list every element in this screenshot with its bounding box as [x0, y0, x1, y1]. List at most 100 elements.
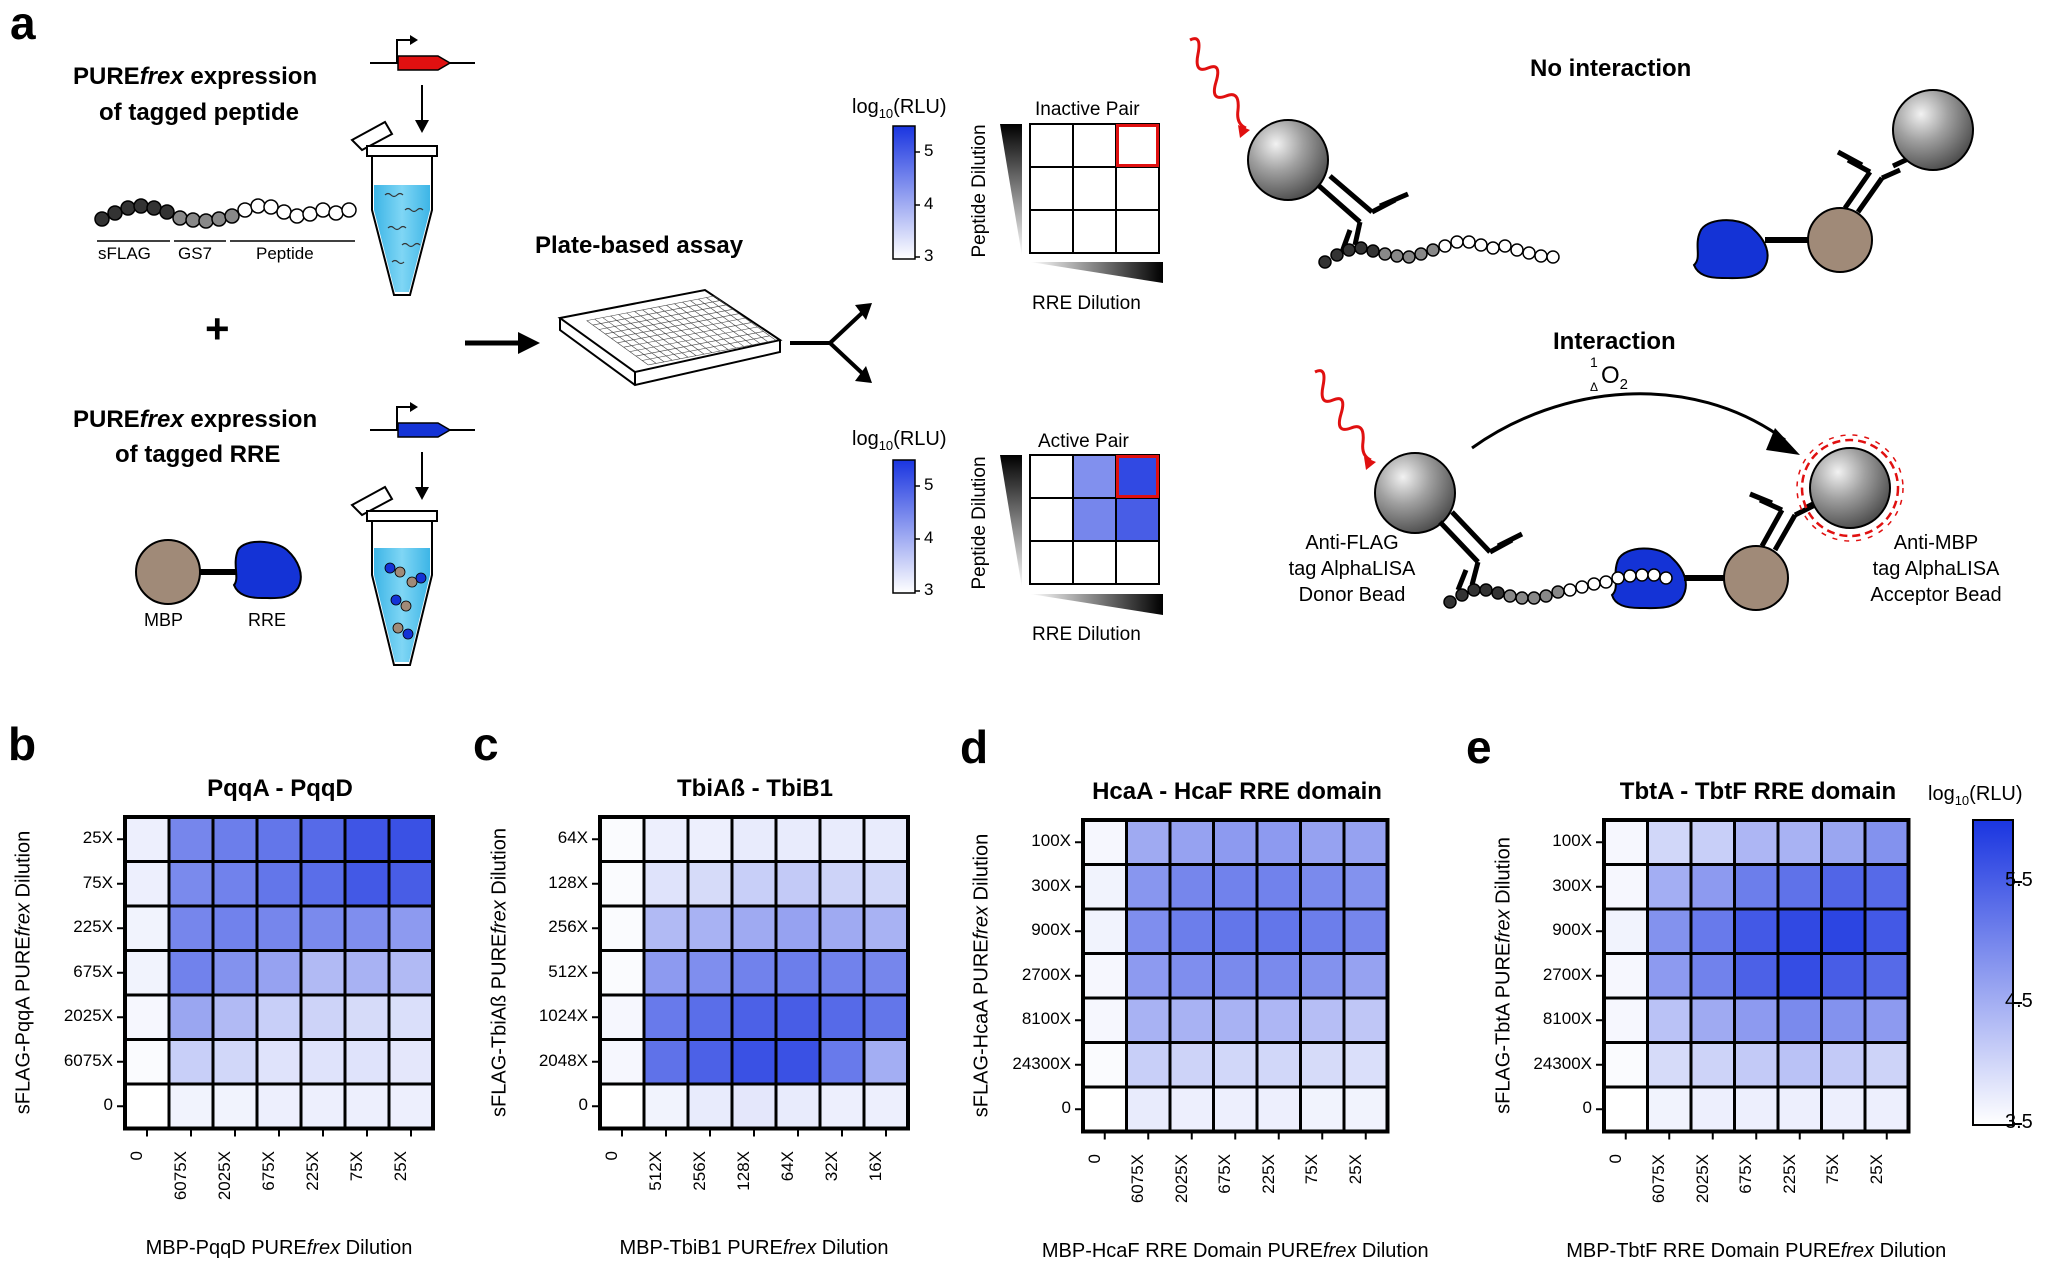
heatmap-cell	[1646, 907, 1693, 955]
peptide-tube-icon	[350, 120, 438, 296]
heatmap-cell	[1255, 863, 1302, 911]
heatmap-cell	[1255, 1085, 1302, 1133]
y-tick-label: 2048X	[538, 1050, 588, 1070]
heatmap-cell	[1863, 952, 1910, 1000]
heatmap-cell	[642, 904, 690, 952]
heatmap-cell	[1820, 1085, 1867, 1133]
heatmap-cell	[211, 1038, 259, 1086]
heatmap-cell	[818, 1082, 866, 1130]
small-grid-cell	[1029, 497, 1074, 542]
heatmap-cell	[686, 904, 734, 952]
heatmap-cell	[167, 1082, 215, 1130]
active-legend-bar	[892, 459, 916, 594]
heatmap-cell	[255, 993, 303, 1041]
heatmap-cell	[1168, 952, 1215, 1000]
heatmap-cell	[774, 904, 822, 952]
x-tick-label: 6075X	[171, 1150, 190, 1200]
heatmap-cell	[299, 993, 347, 1041]
heatmap-cell	[818, 949, 866, 997]
inactive-pair-grid	[1029, 123, 1160, 254]
y-tick-label: 1024X	[538, 1006, 588, 1026]
heatmap-cell	[1733, 818, 1780, 866]
x-tick-label: 16X	[866, 1150, 885, 1181]
heatmap-cell	[862, 949, 910, 997]
heatmap-cell	[167, 860, 215, 908]
peptide-dilution-wedge-1	[1000, 124, 1022, 256]
heatmap-cell	[774, 993, 822, 1041]
y-tick-label: 0	[1061, 1098, 1071, 1118]
heatmap-cell	[774, 860, 822, 908]
heatmap-cell	[211, 949, 259, 997]
heatmap-cell	[1081, 818, 1128, 866]
y-tick-label: 25X	[82, 828, 113, 848]
seg-gs7-label: GS7	[178, 244, 213, 263]
heatmap-cell	[123, 904, 171, 952]
heatmap-cell	[862, 904, 910, 952]
inactive-legend-tick-3: 3	[924, 246, 934, 265]
heatmap-cell	[1342, 996, 1389, 1044]
y-tick-label: 0	[578, 1095, 588, 1115]
heatmap-cell	[299, 1082, 347, 1130]
heatmap-y-label: sFLAG-TbiAß PUREfrex Dilution	[488, 827, 511, 1117]
heatmap-cell	[598, 993, 646, 1041]
heatmap-cell	[387, 904, 435, 952]
heatmap-cell	[686, 949, 734, 997]
small-grid-cell	[1115, 540, 1160, 585]
heatmap-x-label: MBP-HcaF RRE Domain PUREfrex Dilution	[1041, 1239, 1429, 1262]
y-tick-label: 675X	[73, 961, 113, 981]
heatmap-cell	[167, 904, 215, 952]
heatmap-cell	[211, 993, 259, 1041]
heatmap-cell	[774, 949, 822, 997]
x-tick-label: 75X	[347, 1150, 366, 1181]
heatmap-cell	[1820, 1041, 1867, 1089]
heatmap-cell	[1299, 1085, 1346, 1133]
heatmap-cell	[1646, 952, 1693, 1000]
heatmap-cell	[1689, 1041, 1736, 1089]
heatmap-cell	[862, 860, 910, 908]
small-grid-cell	[1115, 123, 1160, 168]
heatmap-cell	[1602, 863, 1649, 911]
heatmap-cell	[1299, 1041, 1346, 1089]
heatmap-cell	[598, 904, 646, 952]
heatmap-cell	[730, 1038, 778, 1086]
x-tick-label: 32X	[822, 1150, 841, 1181]
heatmap-cell	[1125, 1085, 1172, 1133]
heatmap-cell	[862, 1082, 910, 1130]
small-grid-cell	[1115, 497, 1160, 542]
heatmap-cell	[774, 1082, 822, 1130]
heatmap-cell	[1646, 1041, 1693, 1089]
inactive-rre-dilution-label: RRE Dilution	[1032, 293, 1141, 314]
heatmap-cell	[343, 993, 391, 1041]
heatmap-cell	[343, 815, 391, 863]
heatmap-cell	[1212, 907, 1259, 955]
heatmap-cell	[299, 949, 347, 997]
y-tick-label: 8100X	[1542, 1009, 1592, 1029]
heatmap-cell	[387, 1038, 435, 1086]
heatmap-cell	[343, 1038, 391, 1086]
panel-letter-c: c	[473, 718, 499, 770]
mbp-rre-fusion-icon	[135, 539, 302, 605]
heatmap-cell	[1212, 863, 1259, 911]
heatmap-cell	[1689, 907, 1736, 955]
active-pair-title: Active Pair	[1038, 431, 1129, 452]
colorbar-title: log10(RLU)	[1928, 783, 2023, 808]
heatmap-cell	[730, 1082, 778, 1130]
heatmap-cell	[255, 1038, 303, 1086]
active-legend-tick-5: 5	[924, 475, 934, 494]
heatmap-cell	[1776, 863, 1823, 911]
heatmap-cell	[255, 815, 303, 863]
small-grid-cell	[1072, 166, 1117, 211]
x-tick-label: 6075X	[1128, 1153, 1148, 1203]
heatmap-cell	[598, 860, 646, 908]
heatmap-cell	[167, 815, 215, 863]
heatmap-cell	[167, 1038, 215, 1086]
heatmap-title: HcaA - HcaF RRE domain	[1092, 778, 1382, 805]
inactive-legend-title: log10(RLU)	[852, 96, 947, 121]
heatmap-cell	[1212, 1041, 1259, 1089]
x-tick-label: 64X	[778, 1150, 797, 1181]
heatmap-cell	[1342, 863, 1389, 911]
heatmap-cell	[343, 1082, 391, 1130]
heatmap-cell	[1081, 1041, 1128, 1089]
heatmap-b	[117, 815, 435, 1137]
y-tick-label: 300X	[1031, 875, 1071, 895]
